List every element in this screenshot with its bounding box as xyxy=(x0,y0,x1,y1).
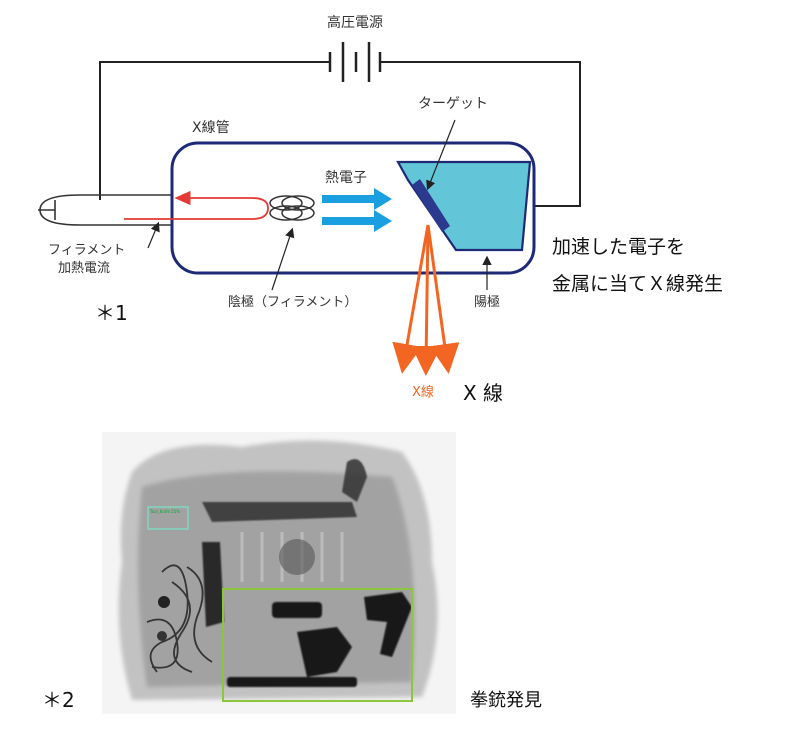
connector-pin xyxy=(38,200,56,220)
small-detection-label: Tool_Knife 55% xyxy=(149,509,180,514)
baggage-xray-image: Tool_Knife 55% xyxy=(102,432,456,714)
target-pointer-arrow xyxy=(426,119,456,191)
explanation-line-2: 金属に当てＸ線発生 xyxy=(552,273,723,295)
tube-label: X線管 xyxy=(192,120,230,136)
battery-symbol xyxy=(328,42,382,82)
electron-arrows xyxy=(322,188,392,232)
target-label: ターゲット xyxy=(418,96,488,112)
xray-scan-drawing: Tool_Knife 55% xyxy=(118,440,438,702)
circuit-wires xyxy=(99,61,581,207)
xray-tube-diagram: 高圧電源 X線管 熱電子 ターゲット X線 X 線 フィラメント 加熱 xyxy=(38,14,723,405)
xray-beams xyxy=(392,224,460,376)
filament-coil xyxy=(269,195,315,221)
explanation-line-1: 加速した電子を xyxy=(552,236,685,258)
anode-label: 陽極 xyxy=(474,294,500,310)
filament-connector xyxy=(39,194,172,226)
cathode-pointer xyxy=(271,227,295,291)
target-plate xyxy=(412,179,450,232)
footnote-2: ＊2 xyxy=(42,688,75,712)
xray-tube-body xyxy=(170,141,536,275)
footnote-1: ＊1 xyxy=(95,301,128,325)
thermal-electrons-label: 熱電子 xyxy=(325,170,367,186)
small-detection-box xyxy=(147,506,189,530)
gun-silhouettes xyxy=(227,592,412,687)
filament-current-label-line2: 加熱電流 xyxy=(58,261,110,276)
cables xyxy=(146,564,213,673)
xray-small-label: X線 xyxy=(412,384,434,400)
gun-found-caption: 拳銃発見 xyxy=(470,690,542,711)
anode-block xyxy=(396,160,532,252)
xray-big-label: X 線 xyxy=(463,381,503,405)
filament-current-label-line1: フィラメント xyxy=(48,243,125,258)
power-supply-label: 高圧電源 xyxy=(327,14,383,31)
gun-detection-box xyxy=(222,588,413,702)
cathode-label: 陰極（フィラメント） xyxy=(228,294,357,310)
filament-current-pointer xyxy=(147,221,160,249)
filament-current-path xyxy=(124,190,269,220)
